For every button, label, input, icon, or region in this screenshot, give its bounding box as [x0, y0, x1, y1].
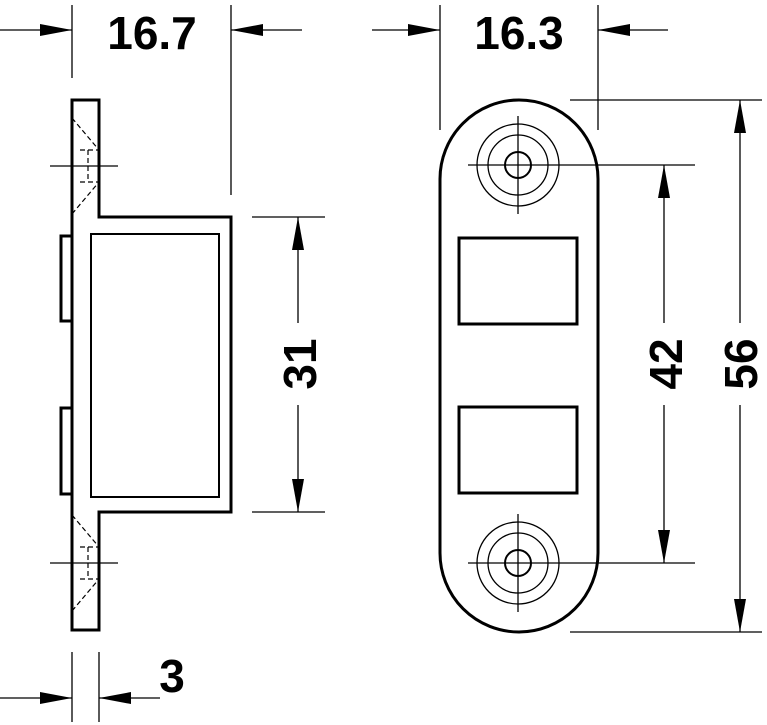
dimension-label-side-width: 16.7 [107, 7, 197, 59]
front-view-slot-lower [457, 405, 579, 495]
dimension-plate-thickness: 3 [0, 650, 185, 722]
side-view-tab-lower [59, 406, 72, 496]
dimension-overall-height: 56 [570, 99, 767, 633]
side-view-outline [70, 98, 233, 632]
front-view-slot-upper [457, 236, 579, 326]
side-view [50, 98, 233, 632]
side-view-tab-upper [59, 234, 72, 323]
side-view-screw-hole-lower [50, 514, 118, 612]
dimension-hole-spacing: 42 [568, 164, 695, 564]
dimension-side-height: 31 [252, 216, 326, 513]
front-view-screw-hole-upper [468, 116, 568, 214]
dimension-front-width: 16.3 [372, 5, 668, 130]
dimension-label-plate-thickness: 3 [159, 650, 185, 702]
dimension-label-side-height: 31 [274, 338, 326, 389]
dimension-side-width: 16.7 [0, 5, 302, 195]
front-view-screw-hole-lower [468, 514, 568, 612]
side-view-inner-body [90, 233, 220, 498]
dimension-label-hole-spacing: 42 [640, 338, 692, 389]
front-view-outline [438, 98, 600, 634]
dimension-label-overall-height: 56 [715, 338, 767, 389]
front-view [438, 98, 600, 634]
dimension-label-front-width: 16.3 [474, 7, 564, 59]
side-view-screw-hole-upper [50, 117, 118, 215]
